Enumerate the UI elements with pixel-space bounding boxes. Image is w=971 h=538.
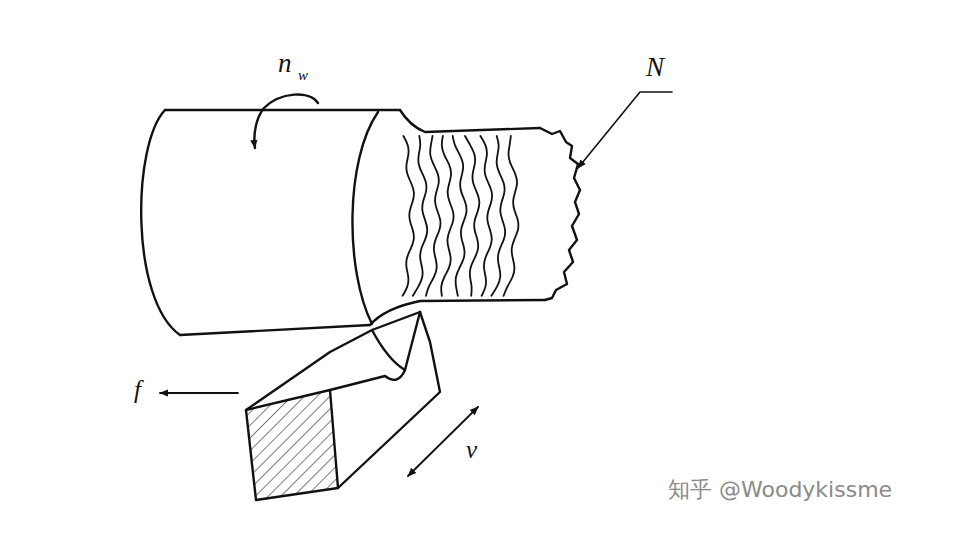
shoulder-edge — [352, 112, 378, 324]
feed-mark — [413, 136, 427, 296]
symbol-subscript: w — [298, 68, 308, 83]
feed-mark — [480, 136, 492, 296]
feed-mark — [491, 136, 505, 296]
tool-outline — [372, 330, 405, 370]
feed-arrow — [160, 392, 238, 394]
watermark: 知乎 @Woodykissme — [668, 479, 892, 501]
feed-mark — [426, 136, 441, 296]
speed-symbol: n — [278, 50, 292, 77]
workpiece-outline — [180, 325, 370, 335]
rough-end — [540, 128, 580, 300]
tool-outline — [338, 312, 440, 488]
tool-section — [246, 390, 338, 500]
speed-symbol: v — [466, 437, 477, 462]
surface-label: N — [646, 54, 664, 81]
feed-symbol: f — [134, 377, 141, 402]
tool-outline — [330, 312, 420, 390]
speed-arrow — [408, 407, 478, 476]
feed-mark — [403, 136, 414, 296]
feed-mark — [504, 136, 519, 296]
workpiece-end — [141, 110, 180, 335]
leader-line — [578, 92, 672, 168]
rotation-arrow — [254, 94, 318, 148]
workpiece-outline — [400, 110, 540, 132]
feed-mark — [441, 136, 453, 296]
workpiece-outline — [165, 109, 400, 111]
feed-mark — [453, 136, 467, 296]
tool-outline — [246, 312, 420, 410]
feed-mark — [465, 136, 479, 296]
